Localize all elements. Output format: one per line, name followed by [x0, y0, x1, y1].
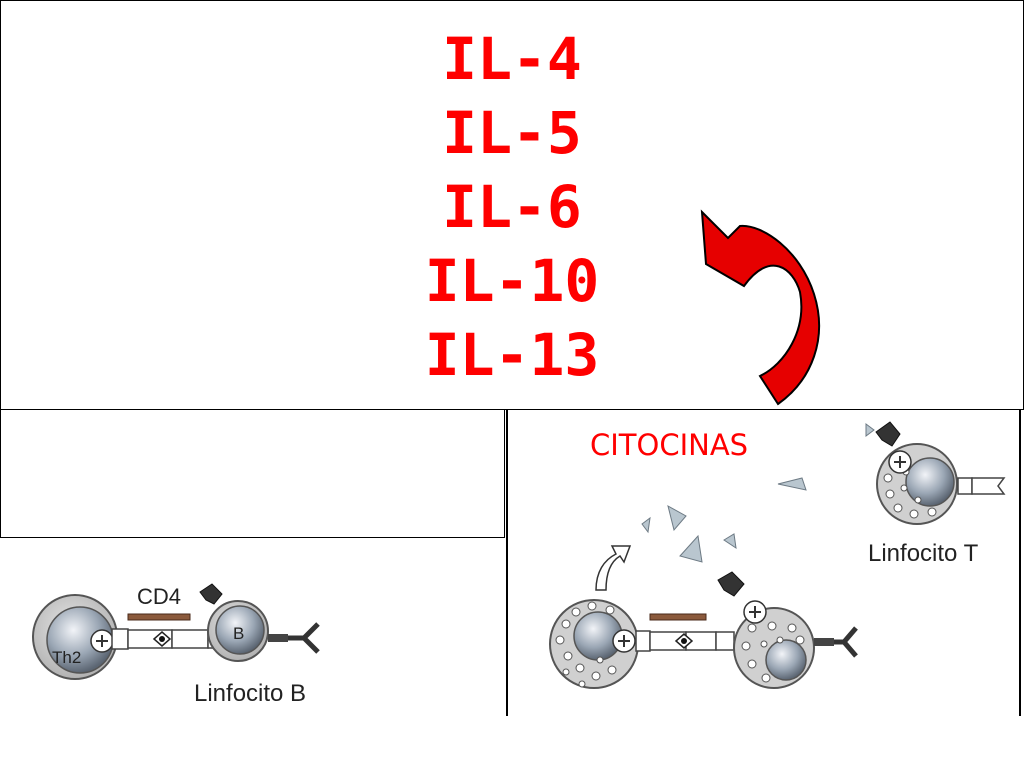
th2-label: Th2: [52, 648, 81, 667]
release-arrow: [595, 545, 632, 591]
tcr-mhc-complex-right: [635, 630, 735, 652]
b-cell: [199, 583, 269, 662]
cd4-molecule-right: [649, 613, 707, 621]
linfocito-b-label: Linfocito B: [194, 680, 307, 707]
red-curved-arrow: [700, 209, 821, 406]
b-cell-granular: [717, 571, 815, 689]
cytokine-particles: [641, 423, 875, 563]
citocinas-label: CITOCINAS: [590, 428, 749, 462]
empty-panel: [0, 409, 505, 538]
th2-cell: [32, 594, 118, 680]
cytokine-list: IL-4 IL-5 IL-6 IL-10 IL-13: [312, 22, 712, 392]
cd4-molecule: [127, 613, 191, 621]
cytokine-il13: IL-13: [424, 321, 600, 389]
receptor-icon: [875, 421, 901, 447]
t-cell: [875, 421, 1006, 525]
cd4-label: CD4: [137, 584, 182, 609]
antibody-receptor-left: [268, 622, 320, 654]
linfocito-t-label: Linfocito T: [868, 540, 979, 567]
cytokine-il4: IL-4: [442, 25, 582, 93]
antibody-receptor-right: [814, 626, 858, 658]
receptor-icon: [717, 571, 745, 597]
b-label: B: [233, 624, 244, 643]
cytokine-il6: IL-6: [442, 173, 582, 241]
cytokine-il5: IL-5: [442, 99, 582, 167]
cytokine-il10: IL-10: [424, 247, 600, 315]
cytokine-panel: [0, 0, 1024, 410]
receptor-icon: [199, 583, 223, 605]
tcr-mhc-complex-left: [111, 628, 219, 650]
th2-cell-granular: [549, 599, 639, 689]
